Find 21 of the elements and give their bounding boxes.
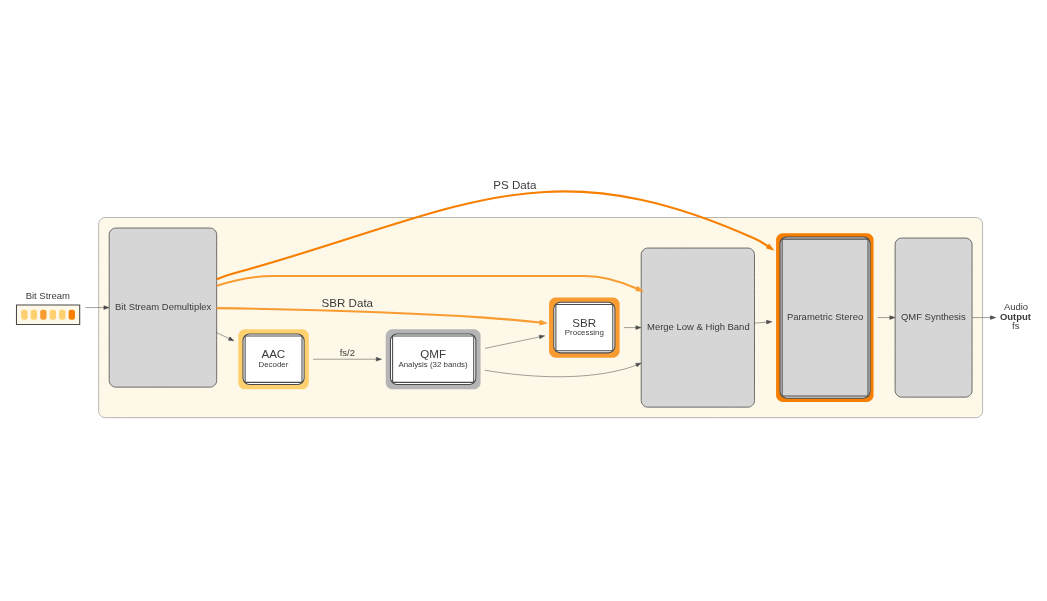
- edge-label: PS Data: [493, 178, 537, 191]
- arrow: [484, 362, 642, 377]
- node-box: Merge Low & High Band: [640, 247, 755, 408]
- arrow: [623, 325, 642, 330]
- node-box: Bit Stream Demultiplex: [108, 227, 218, 388]
- arrow: [216, 190, 775, 280]
- arrow: [216, 274, 645, 292]
- node-label: Bit Stream: [25, 289, 70, 301]
- arrow: [85, 304, 110, 310]
- arrow: [312, 356, 382, 361]
- cluster: [98, 216, 983, 418]
- edge-label: fs/2: [339, 346, 355, 358]
- arrow: [216, 306, 548, 325]
- node-box: QMF Synthesis: [894, 237, 973, 398]
- arrow: [484, 334, 545, 349]
- arrow: [877, 315, 896, 320]
- arrow: [216, 331, 235, 341]
- arrow: [754, 319, 773, 324]
- edge-label: SBR Data: [321, 296, 374, 309]
- arrow: [971, 315, 996, 320]
- node-text: Audio Output fs: [999, 300, 1031, 331]
